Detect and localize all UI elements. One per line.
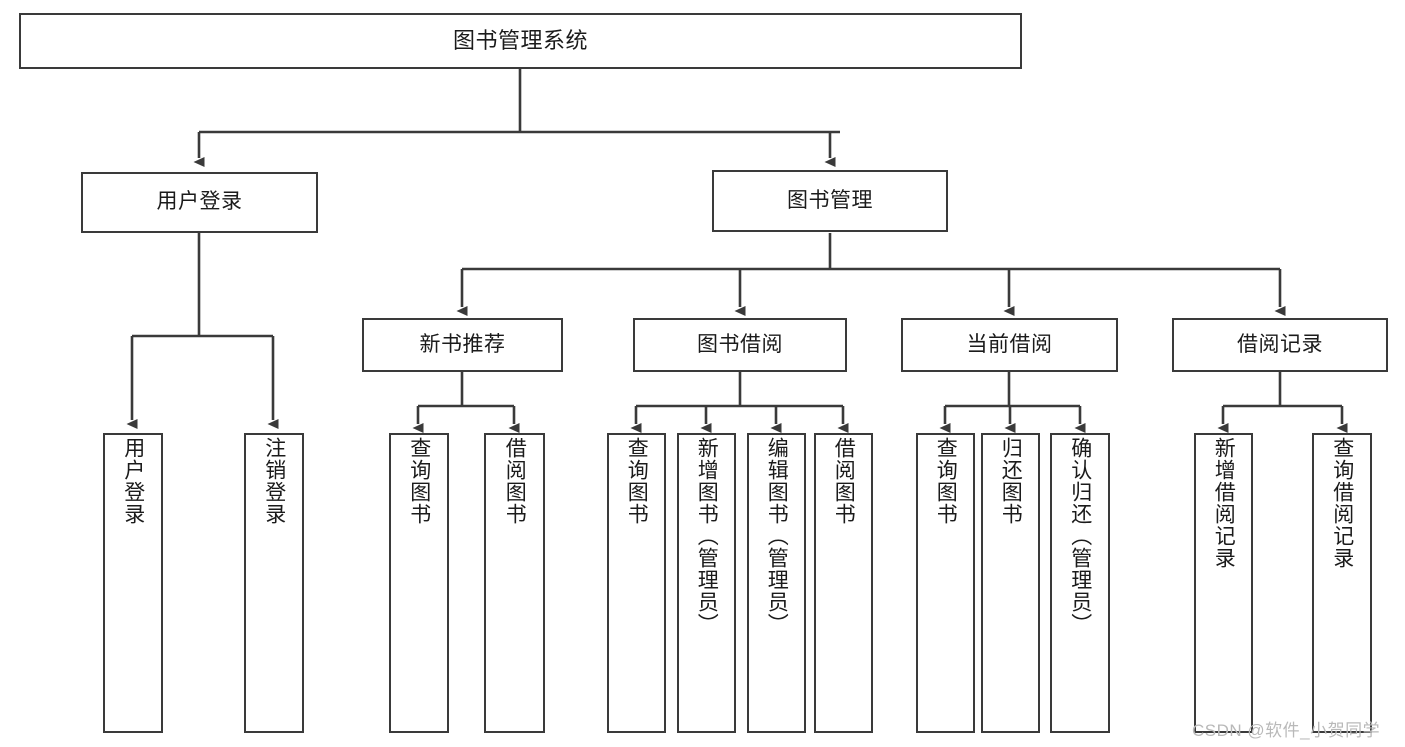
- leaf-query-book-newbook[interactable]: 查询图书: [389, 433, 449, 733]
- leaf-label: 编辑图书（管理员）: [765, 437, 789, 635]
- leaf-label: 确认归还（管理员）: [1068, 437, 1092, 635]
- leaf-logout[interactable]: 注销登录: [244, 433, 304, 733]
- leaf-label: 注销登录: [262, 437, 286, 525]
- watermark: CSDN @软件_小贺同学: [1192, 721, 1381, 740]
- leaf-return-book[interactable]: 归还图书: [981, 433, 1040, 733]
- leaf-query-book-borrow[interactable]: 查询图书: [607, 433, 666, 733]
- node-root[interactable]: 图书管理系统: [19, 13, 1022, 69]
- leaf-label: 借阅图书: [832, 437, 856, 525]
- leaf-label: 新增图书（管理员）: [695, 437, 719, 635]
- node-book-borrow[interactable]: 图书借阅: [633, 318, 847, 372]
- leaf-label: 查询图书: [625, 437, 649, 525]
- node-borrow-record[interactable]: 借阅记录: [1172, 318, 1388, 372]
- leaf-add-book-admin[interactable]: 新增图书（管理员）: [677, 433, 736, 733]
- leaf-borrow-book-newbook[interactable]: 借阅图书: [484, 433, 545, 733]
- leaf-label: 用户登录: [121, 437, 145, 525]
- leaf-borrow-book-borrow[interactable]: 借阅图书: [814, 433, 873, 733]
- leaf-label: 查询图书: [934, 437, 958, 525]
- node-new-book-recommend[interactable]: 新书推荐: [362, 318, 563, 372]
- leaf-query-borrow-record[interactable]: 查询借阅记录: [1312, 433, 1372, 733]
- leaf-edit-book-admin[interactable]: 编辑图书（管理员）: [747, 433, 806, 733]
- leaf-label: 借阅图书: [503, 437, 527, 525]
- leaf-label: 查询借阅记录: [1330, 437, 1354, 569]
- leaf-query-book-current[interactable]: 查询图书: [916, 433, 975, 733]
- node-book-manage[interactable]: 图书管理: [712, 170, 948, 232]
- leaf-confirm-return-admin[interactable]: 确认归还（管理员）: [1050, 433, 1110, 733]
- node-user-login[interactable]: 用户登录: [81, 172, 318, 233]
- node-current-borrow[interactable]: 当前借阅: [901, 318, 1118, 372]
- leaf-label: 归还图书: [999, 437, 1023, 525]
- leaf-add-borrow-record[interactable]: 新增借阅记录: [1194, 433, 1253, 733]
- leaf-label: 查询图书: [407, 437, 431, 525]
- leaf-label: 新增借阅记录: [1212, 437, 1236, 569]
- leaf-user-login[interactable]: 用户登录: [103, 433, 163, 733]
